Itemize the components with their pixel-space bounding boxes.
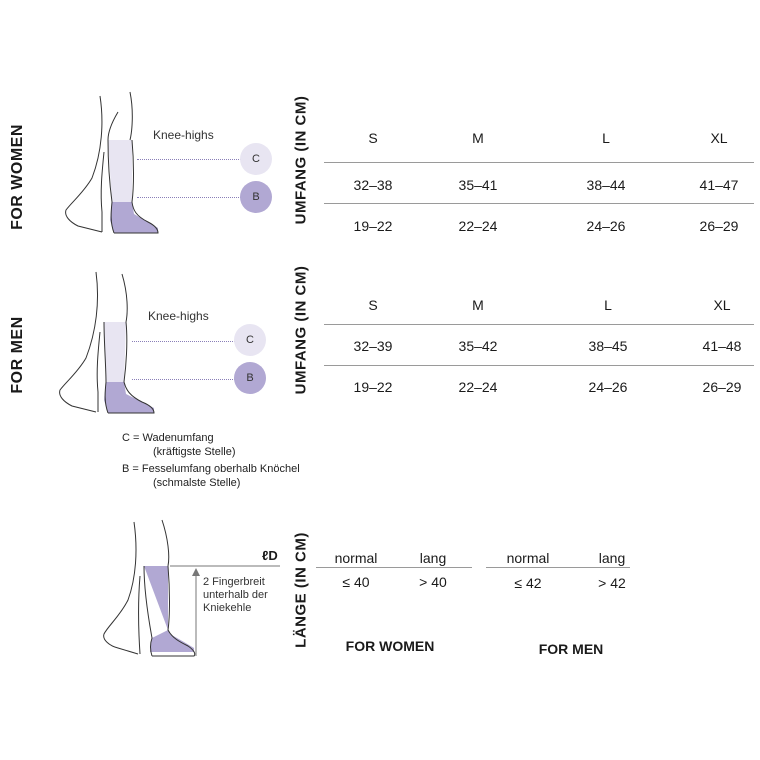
men-c-s: 32–39 <box>353 338 393 354</box>
women-length-header-normal: normal <box>334 550 378 566</box>
women-size-xl: XL <box>710 130 728 146</box>
women-b-guide-line <box>137 197 241 198</box>
men-c-m: 35–42 <box>458 338 498 354</box>
women-length-footer: FOR WOMEN <box>345 638 435 654</box>
women-leg-illustration <box>65 91 159 234</box>
men-circle-b: B <box>234 362 266 394</box>
men-c-l: 38–45 <box>588 338 628 354</box>
ld-label: ℓD <box>262 548 278 563</box>
legend-b-line2: (schmalste Stelle) <box>153 477 241 489</box>
women-c-xl: 41–47 <box>699 177 739 193</box>
men-length-header-normal: normal <box>506 550 550 566</box>
women-size-s: S <box>368 130 378 146</box>
men-c-guide-line <box>132 341 235 342</box>
women-b-m: 22–24 <box>458 218 498 234</box>
men-size-s: S <box>368 297 378 313</box>
length-note-line1: 2 Fingerbreit <box>203 576 265 588</box>
women-length-header-lang: lang <box>419 550 447 566</box>
women-knee-highs-label: Knee-highs <box>153 128 214 142</box>
men-circle-c: C <box>234 324 266 356</box>
length-note: 2 Fingerbreit unterhalb der Kniekehle <box>203 576 268 615</box>
men-umfang-label: UMFANG (IN CM) <box>292 265 310 395</box>
length-vertical-label: LÄNGE (IN CM) <box>292 532 310 648</box>
length-note-line3: Kniekehle <box>203 602 252 614</box>
legend-c-line1: C = Wadenumfang <box>122 432 214 444</box>
women-divider-2 <box>324 203 754 204</box>
women-c-guide-line <box>137 159 241 160</box>
men-divider-1 <box>324 324 754 325</box>
women-length-normal-value: ≤ 40 <box>342 574 370 590</box>
women-circle-b: B <box>240 181 272 213</box>
men-b-l: 24–26 <box>588 379 628 395</box>
length-note-line2: unterhalb der <box>203 589 268 601</box>
women-b-xl: 26–29 <box>699 218 739 234</box>
women-size-m: M <box>472 130 484 146</box>
men-b-m: 22–24 <box>458 379 498 395</box>
men-knee-highs-label: Knee-highs <box>148 309 209 323</box>
length-leg-illustration <box>103 519 280 657</box>
legend-c-line2: (kräftigste Stelle) <box>153 446 236 458</box>
legend-b-line1: B = Fesselumfang oberhalb Knöchel <box>122 463 300 475</box>
men-length-normal-value: ≤ 42 <box>514 575 542 591</box>
men-length-header-lang: lang <box>598 550 626 566</box>
women-size-l: L <box>602 130 610 146</box>
men-c-xl: 41–48 <box>702 338 742 354</box>
for-women-side-label: FOR WOMEN <box>9 124 26 230</box>
women-b-s: 19–22 <box>353 218 393 234</box>
men-leg-illustration <box>59 271 155 414</box>
women-divider-1 <box>324 162 754 163</box>
women-c-m: 35–41 <box>458 177 498 193</box>
men-size-l: L <box>604 297 612 313</box>
men-b-xl: 26–29 <box>702 379 742 395</box>
for-men-side-label: FOR MEN <box>9 316 26 394</box>
women-c-s: 32–38 <box>353 177 393 193</box>
men-b-guide-line <box>132 379 235 380</box>
legend-b: B = Fesselumfang oberhalb Knöchel (schma… <box>122 462 300 490</box>
men-size-m: M <box>472 297 484 313</box>
women-length-lang-value: > 40 <box>419 574 447 590</box>
men-divider-2 <box>324 365 754 366</box>
women-b-l: 24–26 <box>586 218 626 234</box>
men-length-footer: FOR MEN <box>538 641 604 657</box>
women-length-divider <box>316 567 472 568</box>
women-circle-c: C <box>240 143 272 175</box>
legend-c: C = Wadenumfang (kräftigste Stelle) <box>122 431 236 459</box>
women-c-l: 38–44 <box>586 177 626 193</box>
men-length-lang-value: > 42 <box>598 575 626 591</box>
women-umfang-label: UMFANG (IN CM) <box>292 95 310 225</box>
men-b-s: 19–22 <box>353 379 393 395</box>
men-size-xl: XL <box>713 297 731 313</box>
men-length-divider <box>486 567 630 568</box>
